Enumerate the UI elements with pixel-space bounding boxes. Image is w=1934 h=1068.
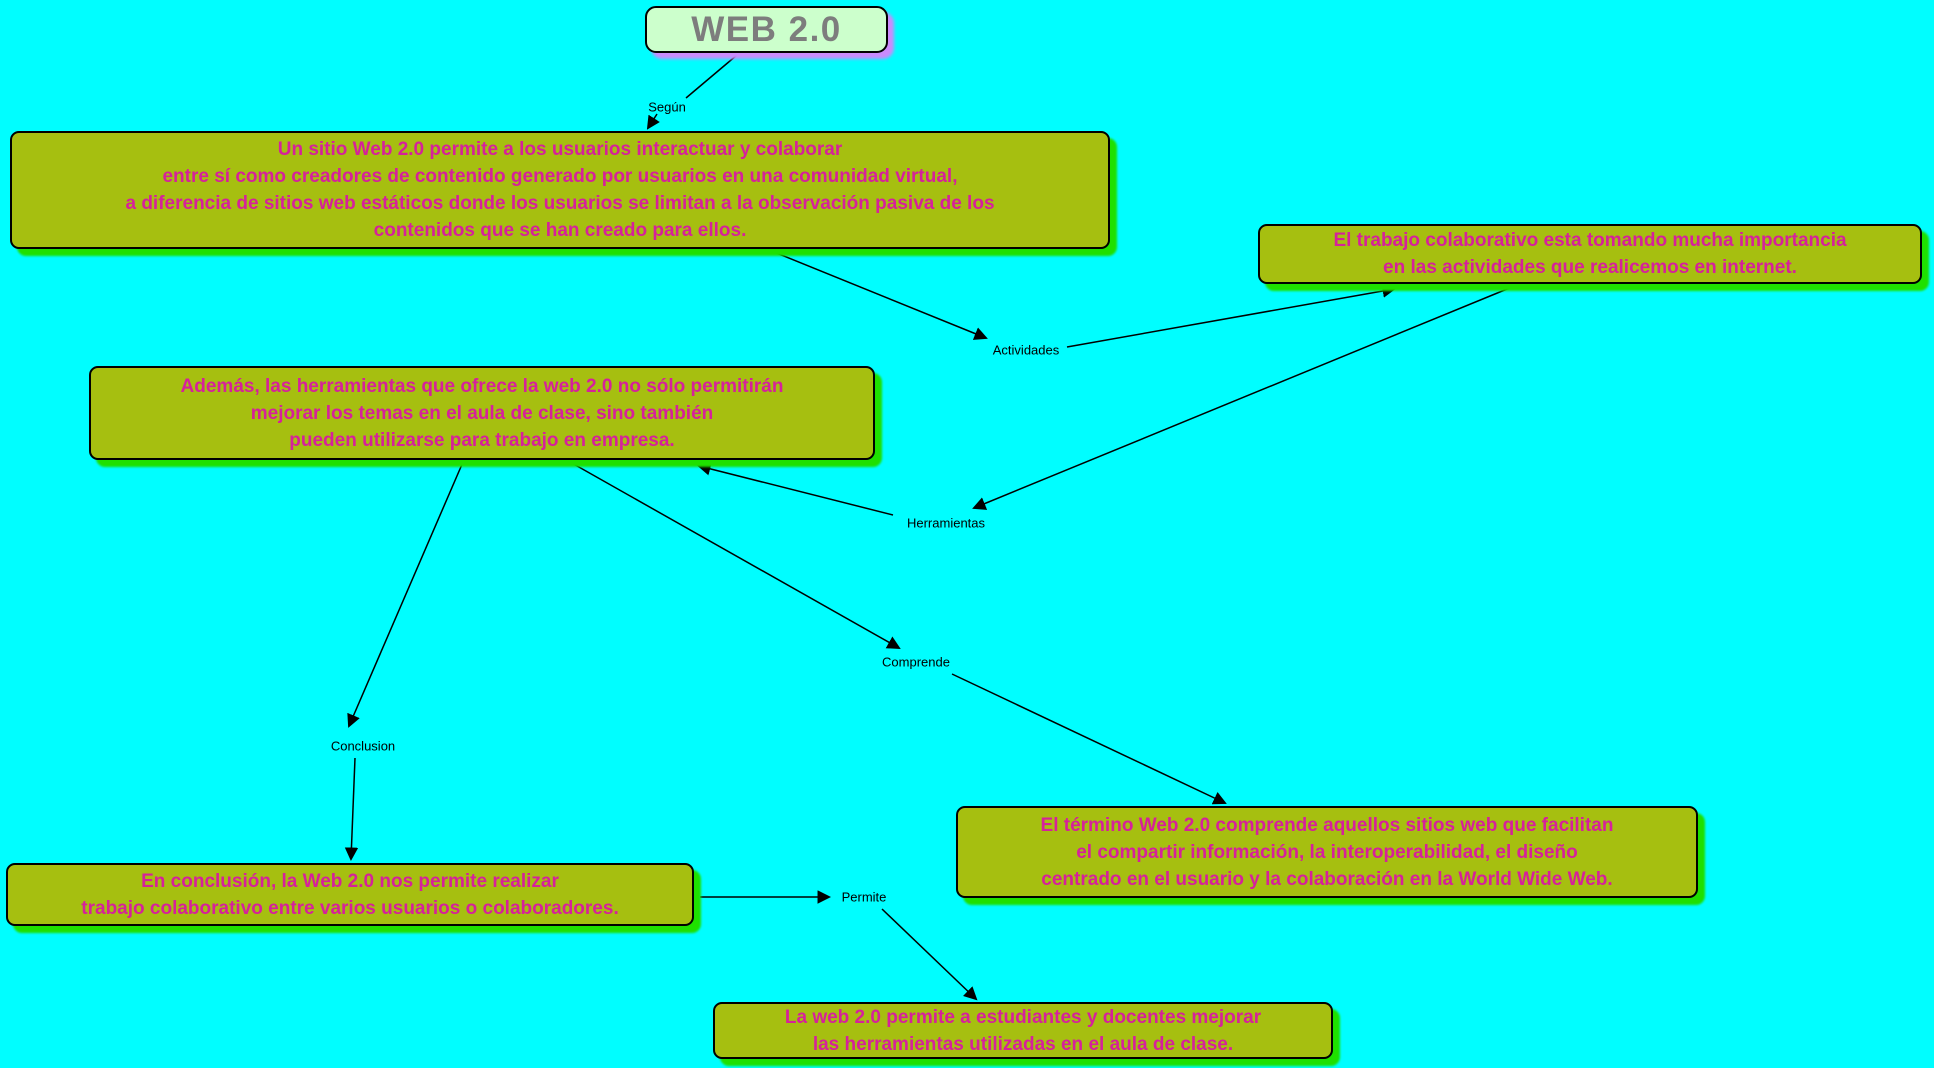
concept-termino-web20[interactable]: El término Web 2.0 comprende aquellos si… (956, 806, 1698, 898)
edge-trabajo-to-herramientas (972, 286, 1513, 510)
edge-herr-aula-to-conclusion (347, 461, 464, 728)
edge-segun-to-definition (646, 113, 660, 130)
concept-web20-title[interactable]: WEB 2.0 (645, 6, 888, 53)
concept-conclusion[interactable]: En conclusión, la Web 2.0 nos permite re… (6, 863, 694, 926)
edge-comprende-to-termino (951, 673, 1227, 805)
concept-definition-web20[interactable]: Un sitio Web 2.0 permite a los usuarios … (10, 131, 1110, 249)
edge-herr-aula-to-comprende (569, 461, 901, 649)
edge-herramientas-to-herr-aula (697, 462, 894, 516)
link-label-herramientas[interactable]: Herramientas (906, 515, 986, 531)
link-label-conclusion[interactable]: Conclusion (330, 738, 396, 754)
edge-actividades-to-trabajo (1066, 284, 1396, 348)
edge-title-to-segun (685, 54, 738, 99)
link-label-actividades[interactable]: Actividades (992, 342, 1060, 358)
concept-aula-de-clase[interactable]: La web 2.0 permite a estudiantes y docen… (713, 1002, 1333, 1059)
edge-definition-to-actividades (773, 251, 988, 340)
link-label-comprende[interactable]: Comprende (882, 654, 950, 670)
edge-permite-to-aula (881, 908, 978, 1001)
concept-trabajo-colaborativo[interactable]: El trabajo colaborativo esta tomando muc… (1258, 224, 1922, 284)
link-label-permite[interactable]: Permite (841, 889, 887, 905)
link-label-segun[interactable]: Según (648, 99, 686, 115)
concept-herramientas-aula[interactable]: Además, las herramientas que ofrece la w… (89, 366, 875, 460)
edge-conclusion-to-conclusion-box (344, 757, 359, 862)
